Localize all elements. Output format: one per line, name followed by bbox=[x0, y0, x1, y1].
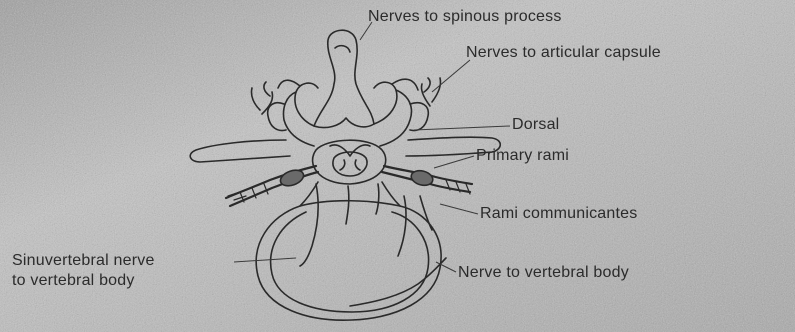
label-dorsal: Dorsal bbox=[512, 116, 559, 134]
label-sinuvertebral-nerve: Sinuvertebral nerve bbox=[12, 252, 155, 270]
label-nerve-to-vertebral-body: Nerve to vertebral body bbox=[458, 264, 629, 282]
label-to-vertebral-body: to vertebral body bbox=[12, 272, 135, 290]
label-primary-rami: Primary rami bbox=[476, 147, 569, 165]
label-rami-communicantes: Rami communicantes bbox=[480, 205, 637, 223]
label-nerves-to-articular-capsule: Nerves to articular capsule bbox=[466, 44, 661, 62]
label-nerves-to-spinous-process: Nerves to spinous process bbox=[368, 8, 562, 26]
